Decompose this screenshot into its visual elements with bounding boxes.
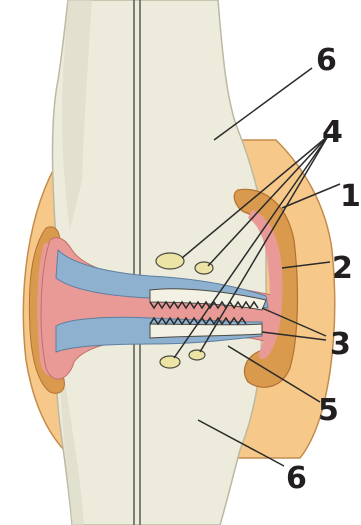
nodule-upper-left (156, 253, 184, 269)
nodule-lower-right (189, 350, 205, 360)
callout-3: 3 (330, 327, 351, 362)
callout-6-bottom: 6 (286, 461, 307, 496)
nodule-lower-left (160, 356, 180, 368)
callout-2: 2 (332, 251, 353, 286)
callout-4: 4 (322, 115, 343, 150)
callout-1: 1 (340, 179, 361, 214)
callout-5: 5 (318, 393, 339, 428)
callout-6-top: 6 (316, 43, 337, 78)
